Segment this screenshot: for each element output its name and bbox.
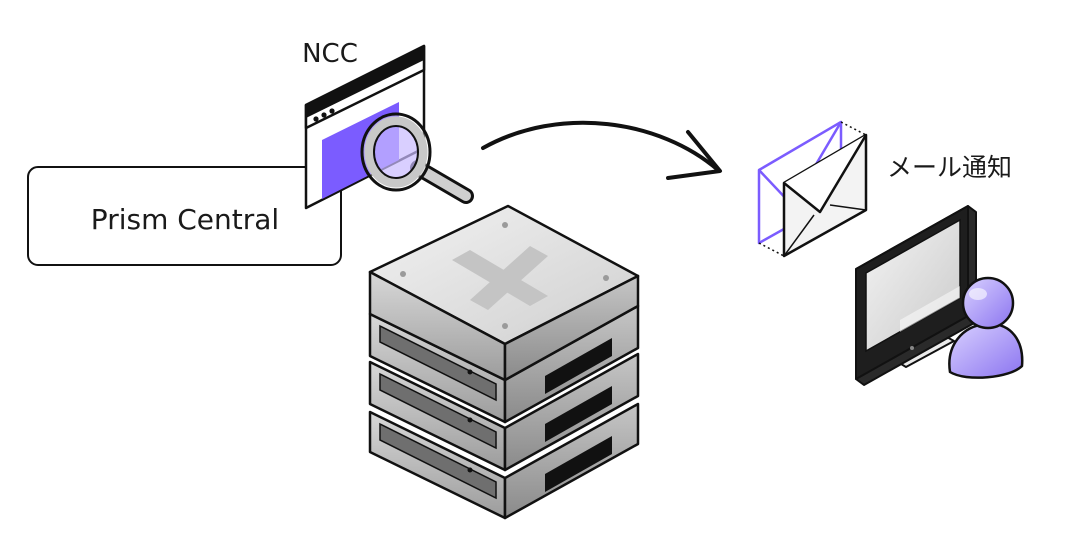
magnifier-icon (360, 112, 474, 204)
server-stack-icon (368, 204, 640, 520)
server-unit-3 (368, 402, 640, 520)
mail-notification-label: メール通知 (887, 153, 1012, 182)
ncc-label: NCC (302, 39, 358, 69)
server-unit-2 (368, 352, 640, 472)
nutanix-x-logo-icon (452, 246, 548, 310)
arrow-icon (481, 120, 722, 180)
prism-central-box: Prism Central (27, 166, 342, 266)
prism-central-label: Prism Central (91, 203, 279, 236)
server-unit-1 (368, 204, 640, 424)
user-icon (948, 276, 1024, 379)
envelope-icon (757, 120, 868, 258)
